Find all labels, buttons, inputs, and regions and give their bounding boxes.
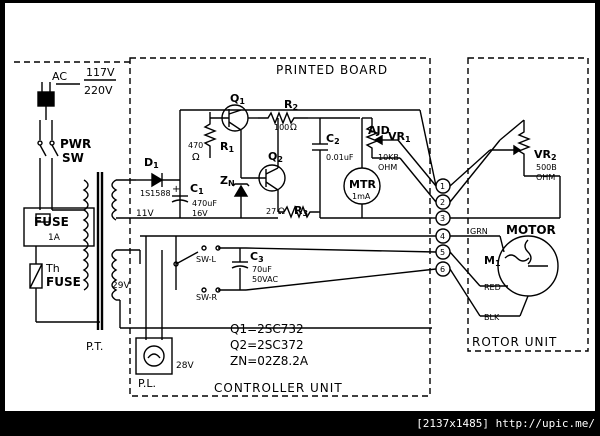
sw-l-label: SW-L <box>196 255 217 264</box>
r2-ohm: Ω <box>290 123 297 133</box>
sw-label: SW <box>62 151 84 165</box>
zener-diode-icon <box>232 162 250 218</box>
power-switch-icon <box>37 120 59 210</box>
parts-q1: Q1=2SC732 <box>230 322 304 336</box>
schematic-paper <box>5 3 595 411</box>
parts-zn: ZN=02Z8.2A <box>230 354 309 368</box>
thermal-fuse-slash <box>29 263 43 289</box>
voltage-117: 117V <box>86 66 115 79</box>
image-source-footer: [2137x1485] http://upic.me/ <box>416 417 595 430</box>
vr1-value: 10KB <box>378 153 399 162</box>
rotor-unit-outline <box>467 57 589 352</box>
vr1-unit: OHM <box>378 163 397 172</box>
r3-value: 27 <box>266 207 276 216</box>
d1-label: D1 <box>144 156 159 170</box>
resistor-r2-icon <box>258 111 308 125</box>
terminal-1: 1 <box>440 182 445 191</box>
thermal-fuse-th: Th <box>45 262 60 275</box>
out-11v: 11V <box>136 209 154 219</box>
wire-blk: BLK <box>484 313 500 322</box>
r1-value: 470 <box>188 141 203 150</box>
terminal-2: 2 <box>440 198 445 207</box>
c3-label: C3 <box>250 250 264 264</box>
c3-value: 70uF <box>252 265 272 274</box>
vr2-label: VR2 <box>534 148 557 162</box>
r3-ohm: Ω <box>278 207 285 217</box>
terminal-block <box>435 178 451 277</box>
c2-label: C2 <box>326 132 340 146</box>
parts-q2: Q2=2SC372 <box>230 338 304 352</box>
pl-label: P.L. <box>138 377 156 390</box>
r1-label: R1 <box>220 140 234 154</box>
rotor-unit-title: ROTOR UNIT <box>472 335 557 349</box>
d1-part: 1S1588 <box>140 189 171 198</box>
capacitor-c1-icon <box>171 195 189 203</box>
voltage-220: 220V <box>84 84 113 97</box>
fuse-label: FUSE <box>34 215 69 229</box>
terminal-5: 5 <box>440 248 445 257</box>
ac-plug-icon <box>37 82 55 120</box>
c1-label: C1 <box>190 182 204 196</box>
vr2-unit: OHM <box>536 173 555 182</box>
meter-label: MTR <box>349 178 376 191</box>
fuse-element <box>35 213 51 223</box>
q2-label: Q2 <box>268 150 283 164</box>
capacitor-c2-icon <box>312 118 328 212</box>
switch-sw-r-icon <box>201 287 221 293</box>
r2-value: 100 <box>274 123 289 132</box>
r1-ohm: Ω <box>192 152 200 163</box>
pilot-lamp-box <box>135 337 173 375</box>
c1-plus: + <box>172 184 180 195</box>
fuse-box <box>23 207 95 247</box>
variable-resistor-vr2-icon <box>517 120 531 166</box>
printed-board-title: PRINTED BOARD <box>276 63 388 77</box>
controller-unit-title: CONTROLLER UNIT <box>214 381 343 395</box>
c3-voltage: 50VAC <box>252 275 278 284</box>
transformer-icon <box>82 172 118 330</box>
vr1-ajd: AJD <box>368 124 390 137</box>
pilot-lamp-icon <box>143 345 165 367</box>
resistor-r1-icon <box>203 112 217 158</box>
c2-value: 0.01uF <box>326 153 354 162</box>
diode-d1-icon <box>136 172 180 188</box>
pt-label: P.T. <box>86 340 103 353</box>
vr2-value: 500B <box>536 163 557 172</box>
printed-board-outline <box>129 57 431 397</box>
meter-range: 1mA <box>352 192 371 201</box>
secondary-29v: 29V <box>112 281 130 291</box>
q1-label: Q1 <box>230 92 245 106</box>
terminal-6: 6 <box>440 265 445 274</box>
terminal-3: 3 <box>440 214 445 223</box>
motor-label: MOTOR <box>506 223 556 237</box>
fuse-rating: 1A <box>48 233 61 243</box>
pl-voltage: 28V <box>176 361 194 371</box>
capacitor-c3-icon <box>231 248 249 290</box>
m1-label: M1 <box>484 254 501 268</box>
r2-label: R2 <box>284 98 298 112</box>
vr1-label: VR1 <box>388 130 411 144</box>
c1-voltage: 16V <box>192 209 208 218</box>
wire-grn: GRN <box>470 227 488 236</box>
ac-label: AC <box>52 70 67 83</box>
zn-label: ZN <box>220 174 235 188</box>
c1-value: 470uF <box>192 199 217 208</box>
pwr-label: PWR <box>60 137 91 151</box>
wire-red: RED <box>484 283 501 292</box>
resistor-r3-icon <box>278 205 318 219</box>
variable-resistor-vr1-icon <box>365 118 379 158</box>
terminal-4: 4 <box>440 232 445 241</box>
thermal-fuse-label: FUSE <box>46 275 81 289</box>
sw-r-label: SW-R <box>196 293 218 302</box>
r3-label: R3 <box>294 204 308 218</box>
